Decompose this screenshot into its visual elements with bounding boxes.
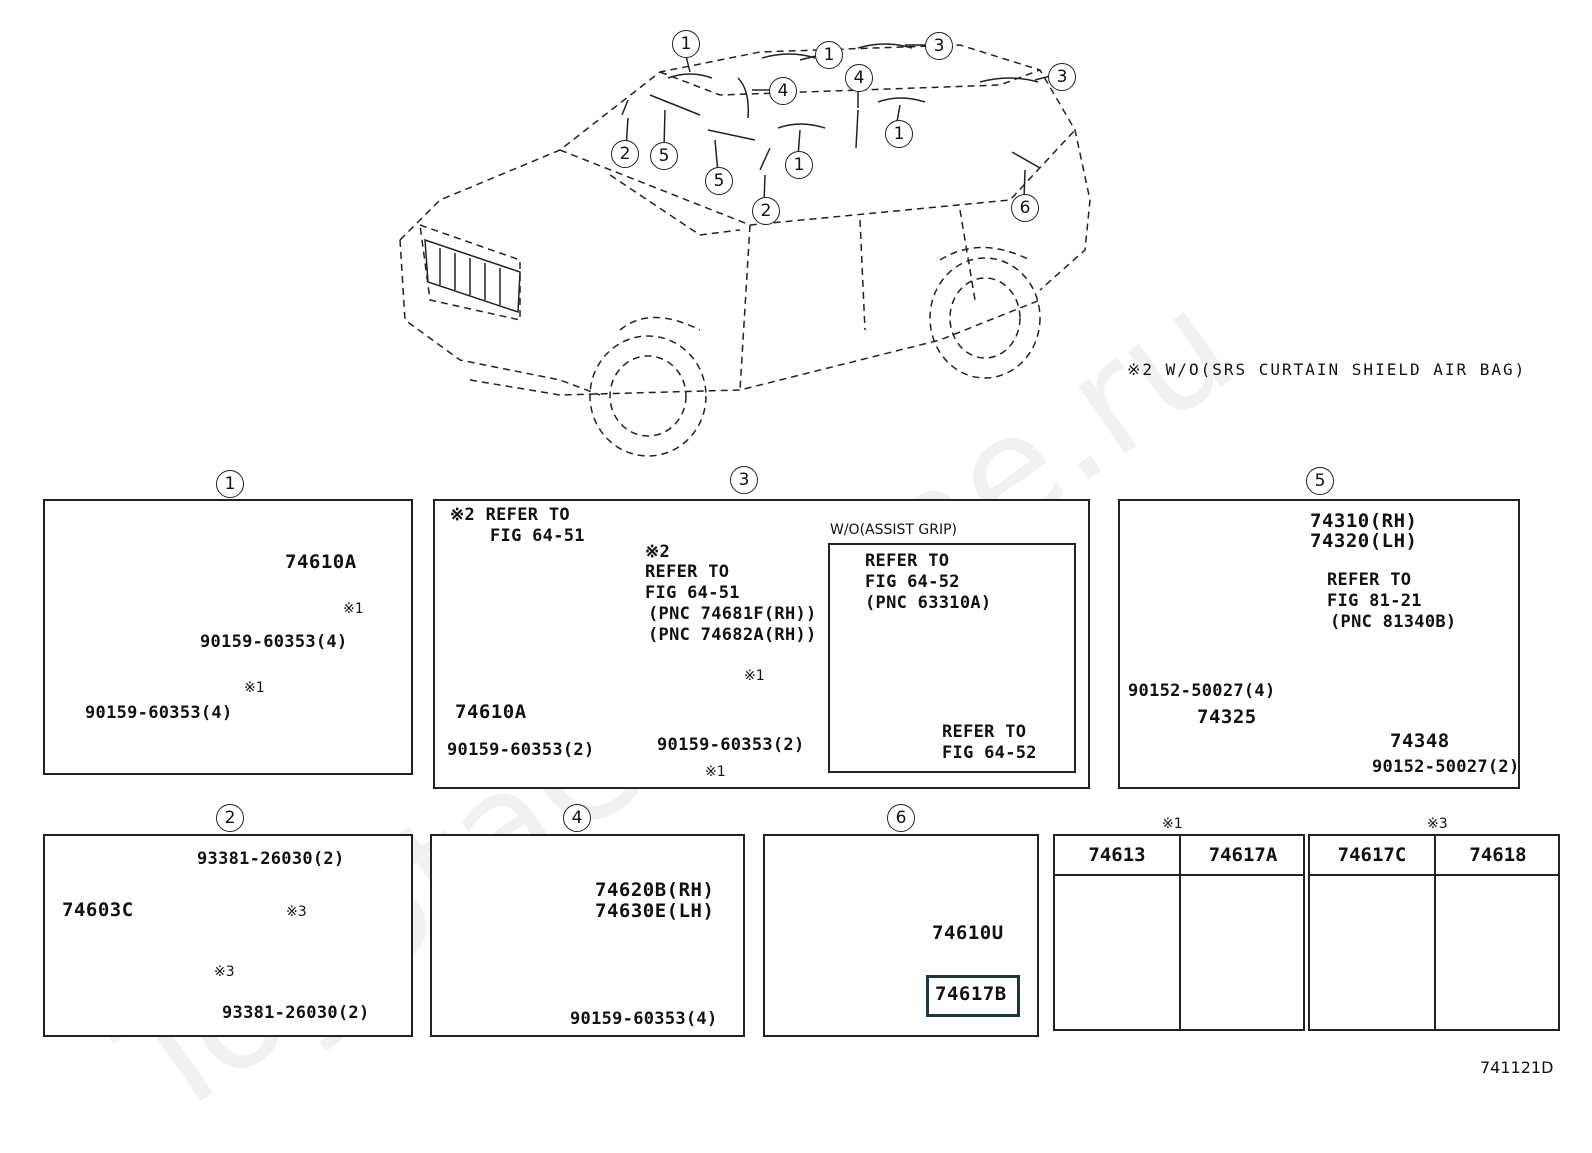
ref3-mark-lower: ※3 — [214, 964, 235, 980]
ref1-table-header-rule — [1053, 874, 1305, 876]
part-74620b-rh-label[interactable]: 74620B(RH) — [595, 879, 715, 901]
note-refer-b-1: ※2 — [645, 542, 671, 562]
part-74610a-label-3[interactable]: 74610A — [455, 701, 527, 723]
panel-5 — [1118, 499, 1520, 789]
screw-label-3-left[interactable]: 90159-60353(2) — [447, 740, 595, 760]
vehicle-callout-1[interactable]: 1 — [885, 120, 913, 148]
highlighted-part-74617b[interactable] — [926, 975, 1020, 1017]
note-refer-b-2: REFER TO — [645, 562, 730, 582]
panel-1-circle: 1 — [216, 470, 244, 498]
vehicle-callout-1[interactable]: 1 — [815, 41, 843, 69]
panel-6 — [763, 834, 1039, 1037]
vehicle-callout-2[interactable]: 2 — [611, 140, 639, 168]
part-74320-lh-label[interactable]: 74320(LH) — [1310, 530, 1418, 552]
ref1-mark-lower: ※1 — [244, 680, 265, 696]
vehicle-callout-4[interactable]: 4 — [769, 77, 797, 105]
sub-note-5: FIG 64-52 — [942, 743, 1037, 763]
ref1-mark-upper: ※1 — [343, 601, 364, 617]
note-refer-a-2: FIG 64-51 — [490, 526, 585, 546]
ref3-mark-upper: ※3 — [286, 904, 307, 920]
panel-6-circle: 6 — [887, 804, 915, 832]
ref1-table-divider — [1179, 834, 1181, 1031]
screw-label-5-upper[interactable]: 90152-50027(4) — [1128, 681, 1276, 701]
panel-1 — [43, 499, 413, 775]
panel-2 — [43, 834, 413, 1037]
sub-panel-title: W/O(ASSIST GRIP) — [830, 522, 958, 538]
panel-5-circle: 5 — [1306, 467, 1334, 495]
screw-label-2-lower[interactable]: 93381-26030(2) — [222, 1003, 370, 1023]
visor-note-2: FIG 81-21 — [1327, 591, 1422, 611]
vehicle-callout-1[interactable]: 1 — [785, 151, 813, 179]
ref1-col-74617a[interactable]: 74617A — [1208, 844, 1278, 866]
panel-3 — [433, 499, 1090, 789]
panel-4-circle: 4 — [563, 804, 591, 832]
vehicle-callout-6[interactable]: 6 — [1011, 194, 1039, 222]
part-74610a-label[interactable]: 74610A — [285, 551, 357, 573]
diagram-code: 741121D — [1480, 1058, 1554, 1077]
panel-3-circle: 3 — [730, 466, 758, 494]
vehicle-callout-5[interactable]: 5 — [650, 142, 678, 170]
vehicle-callout-3[interactable]: 3 — [925, 32, 953, 60]
vehicle-callout-2[interactable]: 2 — [752, 197, 780, 225]
part-74610u-label[interactable]: 74610U — [932, 922, 1004, 944]
visor-note-3: (PNC 81340B) — [1330, 612, 1457, 632]
sub-panel-without-grip — [828, 543, 1076, 773]
note-refer-b-3: FIG 64-51 — [645, 583, 740, 603]
sub-note-2: FIG 64-52 — [865, 572, 960, 592]
ref3-table-header-rule — [1308, 874, 1560, 876]
screw-label-4[interactable]: 90159-60353(4) — [570, 1009, 718, 1029]
screw-label-upper[interactable]: 90159-60353(4) — [200, 632, 348, 652]
screw-label-2-upper[interactable]: 93381-26030(2) — [197, 849, 345, 869]
panel-2-circle: 2 — [216, 804, 244, 832]
ref3-table-mark: ※3 — [1427, 816, 1448, 832]
screw-label-3-right[interactable]: 90159-60353(2) — [657, 735, 805, 755]
sub-note-3: (PNC 63310A) — [865, 593, 992, 613]
panel-4 — [430, 834, 745, 1037]
vehicle-callout-1[interactable]: 1 — [672, 30, 700, 58]
ref3-col-74617c[interactable]: 74617C — [1337, 844, 1407, 866]
vehicle-callout-4[interactable]: 4 — [845, 64, 873, 92]
part-74603c-label[interactable]: 74603C — [62, 899, 134, 921]
ref3-table-divider — [1434, 834, 1436, 1031]
ref1-col-74613[interactable]: 74613 — [1088, 844, 1146, 866]
sub-note-1: REFER TO — [865, 551, 950, 571]
ref1-mark-3-upper: ※1 — [744, 668, 765, 684]
note-refer-b-4: (PNC 74681F(RH)) — [648, 604, 817, 624]
note-refer-b-5: (PNC 74682A(RH)) — [648, 625, 817, 645]
screw-label-lower[interactable]: 90159-60353(4) — [85, 703, 233, 723]
airbag-note: ※2 W/O(SRS CURTAIN SHIELD AIR BAG) — [1127, 360, 1527, 379]
vehicle-callout-3[interactable]: 3 — [1048, 63, 1076, 91]
ref1-table-mark: ※1 — [1162, 816, 1183, 832]
screw-label-5-lower[interactable]: 90152-50027(2) — [1372, 757, 1520, 777]
part-74310-rh-label[interactable]: 74310(RH) — [1310, 510, 1418, 532]
part-74630e-lh-label[interactable]: 74630E(LH) — [595, 900, 715, 922]
part-74617b-label[interactable]: 74617B — [935, 983, 1007, 1005]
ref1-mark-3-lower: ※1 — [705, 764, 726, 780]
note-refer-a-1: ※2 REFER TO — [450, 505, 570, 525]
ref3-col-74618[interactable]: 74618 — [1469, 844, 1527, 866]
visor-note-1: REFER TO — [1327, 570, 1412, 590]
part-74325-label[interactable]: 74325 — [1197, 706, 1257, 728]
vehicle-callout-5[interactable]: 5 — [705, 167, 733, 195]
part-74348-label[interactable]: 74348 — [1390, 730, 1450, 752]
sub-note-4: REFER TO — [942, 722, 1027, 742]
